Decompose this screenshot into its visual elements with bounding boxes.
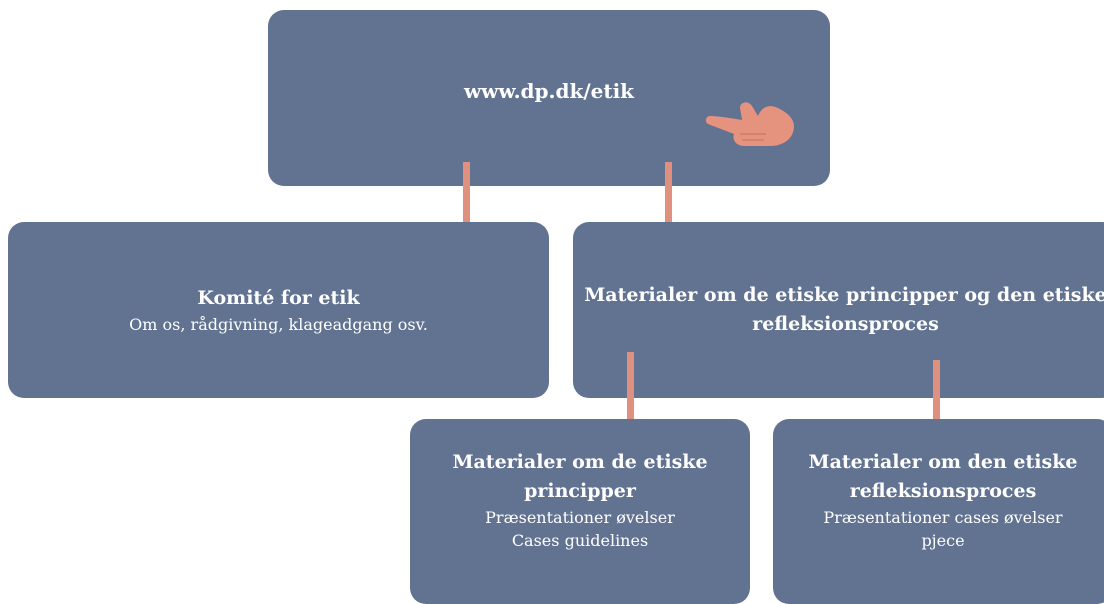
- principper-box[interactable]: Materialer om de etiske principper Præse…: [410, 419, 750, 604]
- komite-subtitle: Om os, rådgivning, klageadgang osv.: [129, 315, 428, 334]
- materialer-box[interactable]: Materialer om de etiske principper og de…: [573, 222, 1104, 398]
- principper-line1: Præsentationer øvelser: [485, 507, 675, 527]
- principper-line2: Cases guidelines: [511, 530, 649, 550]
- refleksion-box[interactable]: Materialer om den etiske refleksionsproc…: [773, 419, 1104, 604]
- website-url[interactable]: www.dp.dk/etik: [463, 78, 635, 103]
- refleksion-title: Materialer om den etiske refleksionsproc…: [808, 450, 1078, 502]
- pointing-hand-icon: [705, 102, 794, 146]
- principper-title: Materialer om de etiske principper: [452, 450, 708, 502]
- website-box[interactable]: www.dp.dk/etik: [268, 10, 830, 186]
- refleksion-line2: pjece: [921, 530, 965, 550]
- materialer-title: Materialer om de etiske principper og de…: [584, 284, 1104, 335]
- komite-box[interactable]: Komité for etik Om os, rådgivning, klage…: [8, 222, 549, 398]
- komite-title: Komité for etik: [197, 287, 360, 309]
- refleksion-line1: Præsentationer cases øvelser: [823, 507, 1063, 527]
